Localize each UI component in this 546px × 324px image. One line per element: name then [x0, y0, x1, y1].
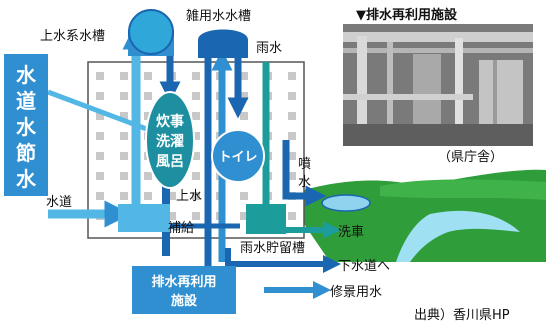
- label-city-water: 水道: [46, 195, 72, 210]
- facility-photo-drawing: [343, 24, 533, 146]
- facility-photo: [343, 24, 533, 146]
- rainwater-storage-tank: [246, 204, 286, 234]
- photo-caption: ▼排水再利用施設: [356, 8, 457, 23]
- use-label: 風呂: [156, 154, 184, 170]
- city-water-box: [118, 204, 170, 232]
- reuse-facility-line: 施設: [171, 293, 198, 309]
- building-window: [96, 132, 104, 140]
- reuse-facility-line: 排水再利用: [151, 274, 216, 290]
- building-window: [192, 172, 200, 180]
- building-window: [240, 212, 248, 220]
- label-landscape-water: 修景用水: [330, 285, 382, 300]
- building-window: [96, 152, 104, 160]
- side-title-box: [4, 54, 48, 196]
- building-window: [288, 72, 296, 80]
- building-window: [192, 92, 200, 100]
- reuse-facility-labels: 排水再利用 施設: [151, 274, 216, 309]
- building-window: [96, 172, 104, 180]
- building-window: [168, 192, 176, 200]
- building-window: [288, 152, 296, 160]
- building-window: [288, 112, 296, 120]
- label-sewer: 下水道へ: [338, 259, 390, 274]
- building-window: [240, 112, 248, 120]
- label-supply: 補給: [168, 221, 194, 236]
- label-toilet: トイレ: [218, 150, 257, 165]
- building-window: [288, 92, 296, 100]
- building-window: [96, 112, 104, 120]
- building-window: [288, 172, 296, 180]
- upper-water-tank: [128, 9, 174, 56]
- use-label: 炊事: [156, 113, 184, 130]
- building-window: [96, 72, 104, 80]
- side-title-char: 水: [16, 63, 37, 87]
- building-window: [144, 112, 152, 120]
- building-window: [240, 192, 248, 200]
- building-window: [192, 212, 200, 220]
- label-upper-water: 上水: [176, 189, 202, 204]
- building-window: [120, 112, 128, 120]
- household-uses-node: [145, 91, 195, 189]
- label-car-wash: 洗車: [338, 225, 364, 240]
- label-rain: 雨水: [256, 41, 282, 56]
- household-uses-labels: 炊事 洗濯 風呂: [156, 113, 184, 170]
- building-window: [192, 192, 200, 200]
- building-window: [240, 72, 248, 80]
- building-window: [288, 132, 296, 140]
- building-window: [144, 192, 152, 200]
- label-spray-2: 水: [298, 175, 311, 190]
- label-upper-tank: 上水系水槽: [40, 29, 105, 44]
- building-window: [120, 132, 128, 140]
- building-window: [192, 132, 200, 140]
- building-window: [168, 212, 176, 220]
- building-window: [144, 92, 152, 100]
- building-window: [192, 72, 200, 80]
- reuse-facility-box: [132, 266, 236, 314]
- label-misc-tank: 雑用水水槽: [186, 8, 251, 24]
- building-window: [144, 172, 152, 180]
- label-rain-storage: 雨水貯留槽: [240, 241, 305, 256]
- building-window: [120, 92, 128, 100]
- side-title-char: 節: [16, 141, 36, 165]
- use-label: 洗濯: [156, 133, 184, 150]
- building-window: [192, 152, 200, 160]
- side-title-char: 水: [16, 167, 37, 191]
- landscape-illustration: [285, 169, 546, 262]
- photo-label: （県庁舎）: [438, 150, 504, 165]
- source-credit: 出典）香川県HP: [414, 308, 510, 323]
- building-window: [96, 92, 104, 100]
- side-title: 水 道 水 節 水: [16, 63, 37, 191]
- building-window: [288, 212, 296, 220]
- building-window: [120, 72, 128, 80]
- building-window: [144, 72, 152, 80]
- building-window: [120, 172, 128, 180]
- toilet-node: [211, 129, 265, 183]
- building-window: [120, 152, 128, 160]
- side-title-char: 道: [16, 89, 36, 113]
- building-window: [96, 192, 104, 200]
- miscellaneous-water-tank: [198, 29, 248, 58]
- building-window: [240, 92, 248, 100]
- label-spray-1: 噴: [298, 157, 311, 172]
- building-window: [120, 192, 128, 200]
- building-window: [192, 112, 200, 120]
- side-title-char: 水: [16, 115, 37, 139]
